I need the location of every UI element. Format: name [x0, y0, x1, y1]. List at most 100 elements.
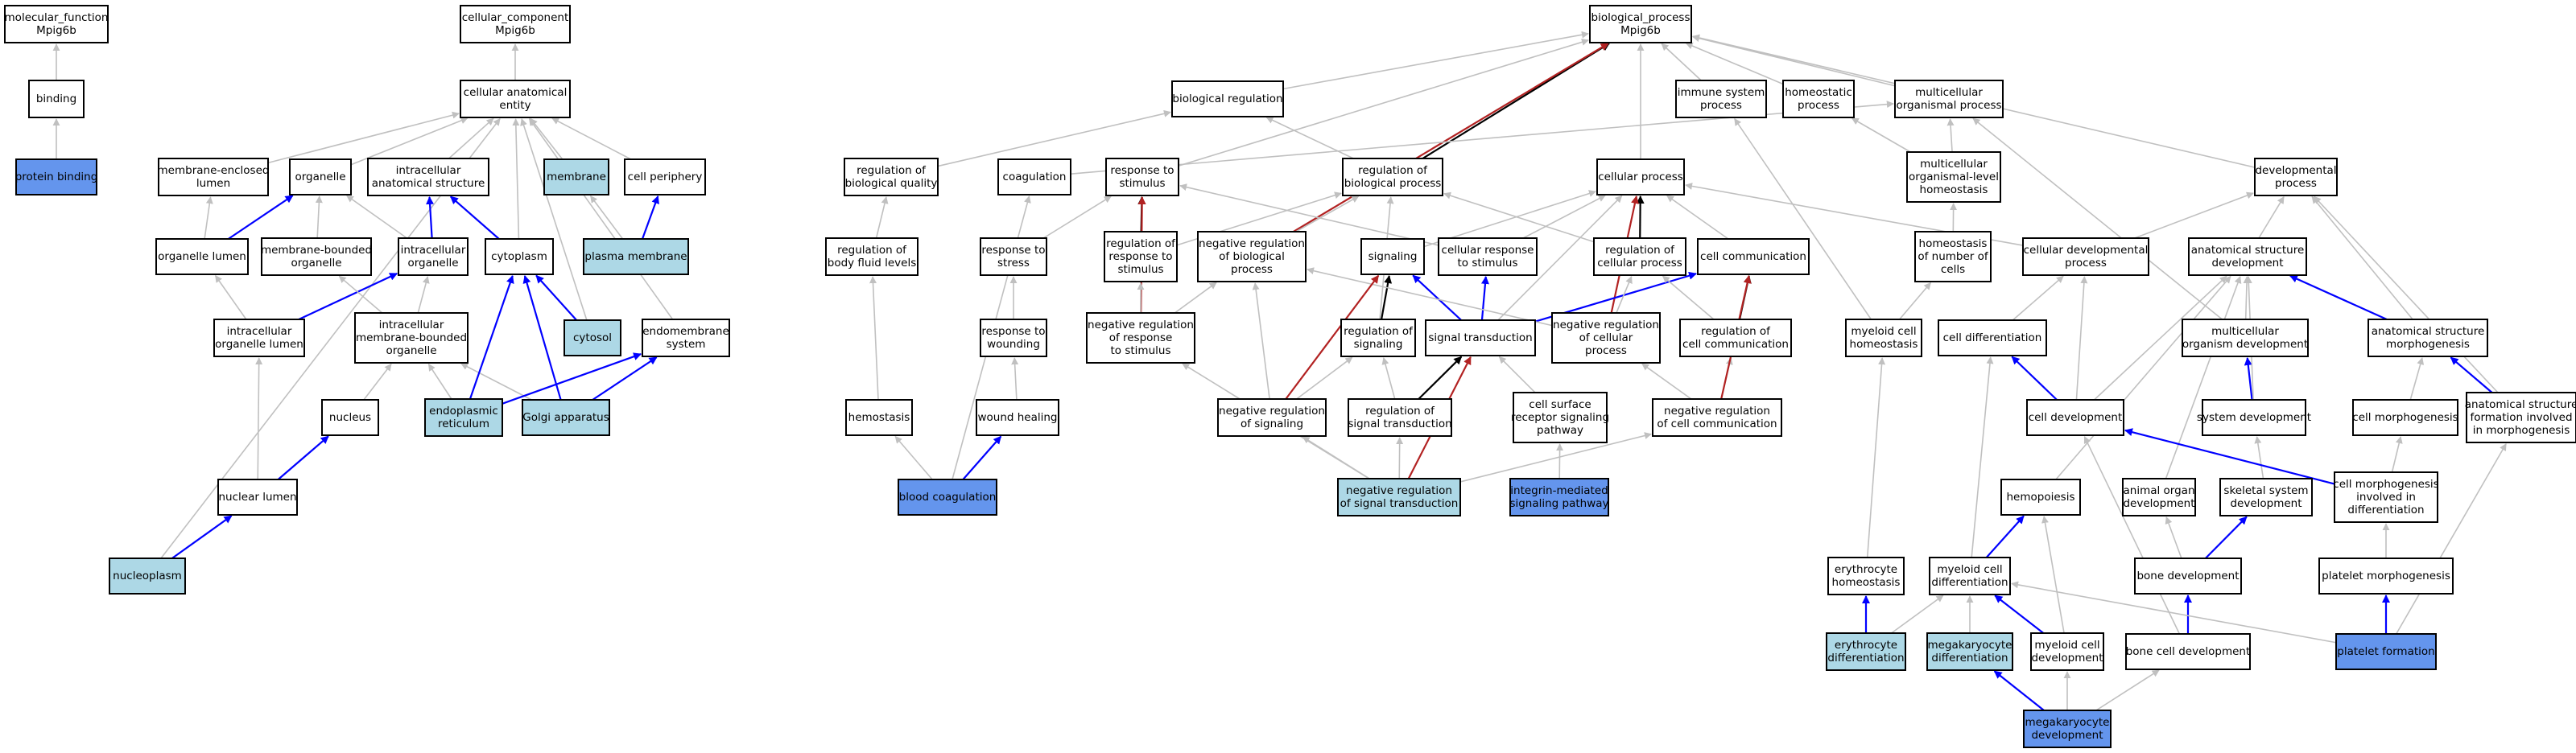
edge-organelle-lumen-to-membrane-enclosed-lumen [204, 196, 213, 240]
edge-nucleus-to-intracellular-mb-organelle [363, 363, 392, 401]
node-label: process [1231, 263, 1273, 276]
node-label: process [1798, 99, 1839, 112]
node-box [1894, 80, 2004, 118]
node-label: biological process [1344, 177, 1442, 190]
node-box [624, 158, 706, 195]
node-box [2466, 392, 2576, 443]
node-label: nuclear lumen [218, 491, 296, 504]
edge-megakaryocyte-development-to-bone-cell-development [2095, 669, 2160, 711]
node-label: molecular_function [5, 11, 109, 24]
node-label: anatomical structure [2191, 244, 2305, 257]
edge-membrane-enclosed-lumen-to-cellular-anatomical-entity [267, 111, 460, 164]
node-label: cellular process [1597, 257, 1682, 270]
node-box [398, 237, 469, 276]
edge-myeloid-cell-differentiation-to-cell-differentiation [1971, 356, 1994, 558]
node-label: differentiation [1931, 576, 2008, 589]
node-label: nucleus [329, 411, 371, 424]
node-box [321, 399, 379, 436]
node-nucleoplasm: nucleoplasm [109, 558, 186, 595]
node-box [1425, 319, 1536, 356]
node-box [2125, 633, 2251, 670]
node-label: process [2065, 257, 2107, 270]
edge-negative-regulation-of-cell-communication-to-negative-regulation-of-cellular-process [1641, 363, 1692, 400]
node-label: organelle [291, 257, 341, 270]
node-cellular-process: cellular process [1596, 158, 1685, 195]
edge-membrane-to-cellular-anatomical-entity [530, 117, 564, 160]
node-cell-periphery: cell periphery [624, 158, 706, 195]
edge-cellular-developmental-process-to-developmental-process [2134, 191, 2254, 239]
node-box [1104, 231, 1178, 282]
node-label: involved in [2356, 491, 2416, 504]
node-label: process [1700, 99, 1742, 112]
node-label: signaling [1368, 250, 1418, 263]
node-box [564, 319, 621, 356]
node-label: negative regulation [1346, 484, 1452, 497]
node-box [2023, 710, 2112, 748]
edge-homeostatic-process-to-biological-process [1685, 42, 1784, 85]
edge-organelle-lumen-to-organelle [228, 195, 294, 240]
edge-hemostasis-to-regulation-of-body-fluid-levels [869, 276, 879, 401]
edge-multicellular-organism-development-to-anatomical-structure-development [2243, 276, 2251, 320]
node-label: cell communication [1700, 250, 1806, 263]
node-label: anatomical structure [2372, 325, 2485, 338]
node-label: protein binding [15, 171, 98, 183]
node-label: cells [1941, 263, 1965, 276]
node-box [1596, 158, 1685, 195]
node-box [2000, 479, 2081, 516]
node-label: signaling pathway [1509, 497, 1608, 510]
node-box [1513, 392, 1608, 443]
node-box [898, 479, 997, 516]
edge-multicellular-organismal-level-homeostasis-to-multicellular-organismal-process [1946, 118, 1955, 153]
node-label: process [2275, 177, 2317, 190]
node-label: multicellular [1920, 158, 1988, 171]
node-box [1551, 312, 1661, 364]
edge-endomembrane-system-to-cellular-anatomical-entity [528, 117, 674, 320]
node-label: organismal process [1896, 99, 2001, 112]
node-box [261, 237, 372, 276]
edge-negative-regulation-of-cellular-process-to-regulation-of-cellular-process [1616, 276, 1633, 314]
node-box [109, 558, 186, 595]
node-label: biological_process [1591, 11, 1690, 24]
edge-regulation-of-signal-transduction-to-regulation-of-signaling [1381, 357, 1396, 400]
node-label: cell periphery [628, 171, 703, 183]
node-label: signal transduction [1348, 418, 1451, 430]
node-label: homeostatic [1785, 86, 1852, 99]
node-bone-cell-development: bone cell development [2125, 633, 2251, 670]
edge-negative-regulation-of-signaling-to-regulation-of-signaling [1296, 356, 1353, 400]
node-label: membrane-enclosed [158, 164, 270, 177]
edges-layer [52, 31, 2507, 711]
edge-negative-regulation-of-signaling-to-negative-regulation-of-biological-process [1252, 282, 1270, 400]
node-label: body fluid levels [828, 257, 917, 270]
node-label: negative regulation [1199, 237, 1305, 250]
edge-platelet-formation-to-myeloid-cell-differentiation [2011, 581, 2337, 644]
node-label: cellular developmental [2024, 244, 2149, 257]
node-cell-development: cell development [2026, 399, 2124, 436]
edge-bone-development-to-skeletal-system-development [2204, 516, 2248, 559]
node-box [543, 158, 609, 195]
node-platelet-formation: platelet formation [2335, 633, 2437, 670]
node-label: stimulus [1119, 177, 1165, 190]
node-coagulation: coagulation [997, 158, 1071, 195]
edge-megakaryocyte-development-to-megakaryocyte-differentiation [1993, 670, 2045, 711]
node-label: organelle [386, 344, 436, 357]
node-box [354, 312, 469, 364]
edge-endoplasmic-reticulum-to-cytoplasm [469, 274, 514, 400]
node-label: cell differentiation [1943, 331, 2042, 344]
edge-cell-development-to-anatomical-structure-development [2093, 275, 2227, 401]
node-label: platelet formation [2337, 645, 2434, 658]
